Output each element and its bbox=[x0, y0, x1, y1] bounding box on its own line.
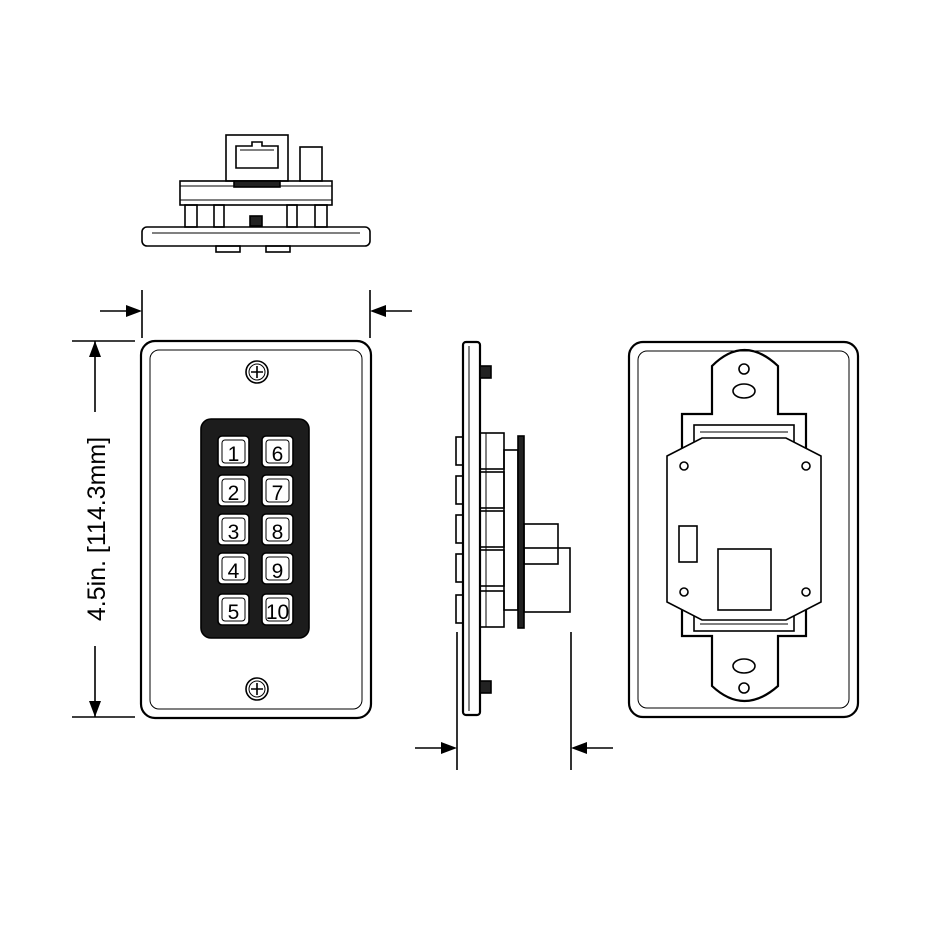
screw-icon bbox=[246, 361, 268, 383]
keypad-key[interactable]: 8 bbox=[262, 514, 293, 545]
dimension-arrow-icon bbox=[571, 742, 587, 754]
side-view bbox=[456, 342, 570, 715]
screw-icon bbox=[246, 678, 268, 700]
keypad-key[interactable]: 1 bbox=[218, 436, 249, 467]
key-label: 4 bbox=[228, 560, 240, 583]
dimension-arrow-icon bbox=[126, 305, 142, 317]
keypad-key[interactable]: 3 bbox=[218, 514, 249, 545]
keypad-key[interactable]: 4 bbox=[218, 553, 249, 584]
key-label: 7 bbox=[272, 482, 284, 505]
keypad-key[interactable]: 10 bbox=[262, 594, 293, 625]
keypad-key[interactable]: 6 bbox=[262, 436, 293, 467]
dimension-arrow-icon bbox=[370, 305, 386, 317]
key-label: 10 bbox=[266, 601, 289, 624]
top-view bbox=[142, 135, 370, 252]
width-dimension bbox=[100, 290, 412, 338]
keypad-key[interactable]: 5 bbox=[218, 594, 249, 625]
keypad-key[interactable]: 9 bbox=[262, 553, 293, 584]
dimension-arrow-icon bbox=[89, 701, 101, 717]
depth-dimension bbox=[415, 632, 613, 770]
front-view: 1 6 2 7 3 8 4 bbox=[141, 341, 371, 718]
rear-view bbox=[629, 342, 858, 717]
key-label: 1 bbox=[228, 443, 240, 466]
key-label: 9 bbox=[272, 560, 284, 583]
circuit-board bbox=[667, 438, 821, 620]
key-label: 8 bbox=[272, 521, 284, 544]
dimension-arrow-icon bbox=[89, 341, 101, 357]
keypad-key[interactable]: 7 bbox=[262, 475, 293, 506]
dimension-arrow-icon bbox=[441, 742, 457, 754]
key-label: 3 bbox=[228, 521, 240, 544]
keypad-key[interactable]: 2 bbox=[218, 475, 249, 506]
height-dimension-label: 4.5in. [114.3mm] bbox=[83, 437, 111, 621]
key-label: 5 bbox=[228, 601, 240, 624]
key-label: 2 bbox=[228, 482, 240, 505]
height-dimension: 4.5in. [114.3mm] bbox=[72, 341, 135, 717]
key-label: 6 bbox=[272, 443, 284, 466]
